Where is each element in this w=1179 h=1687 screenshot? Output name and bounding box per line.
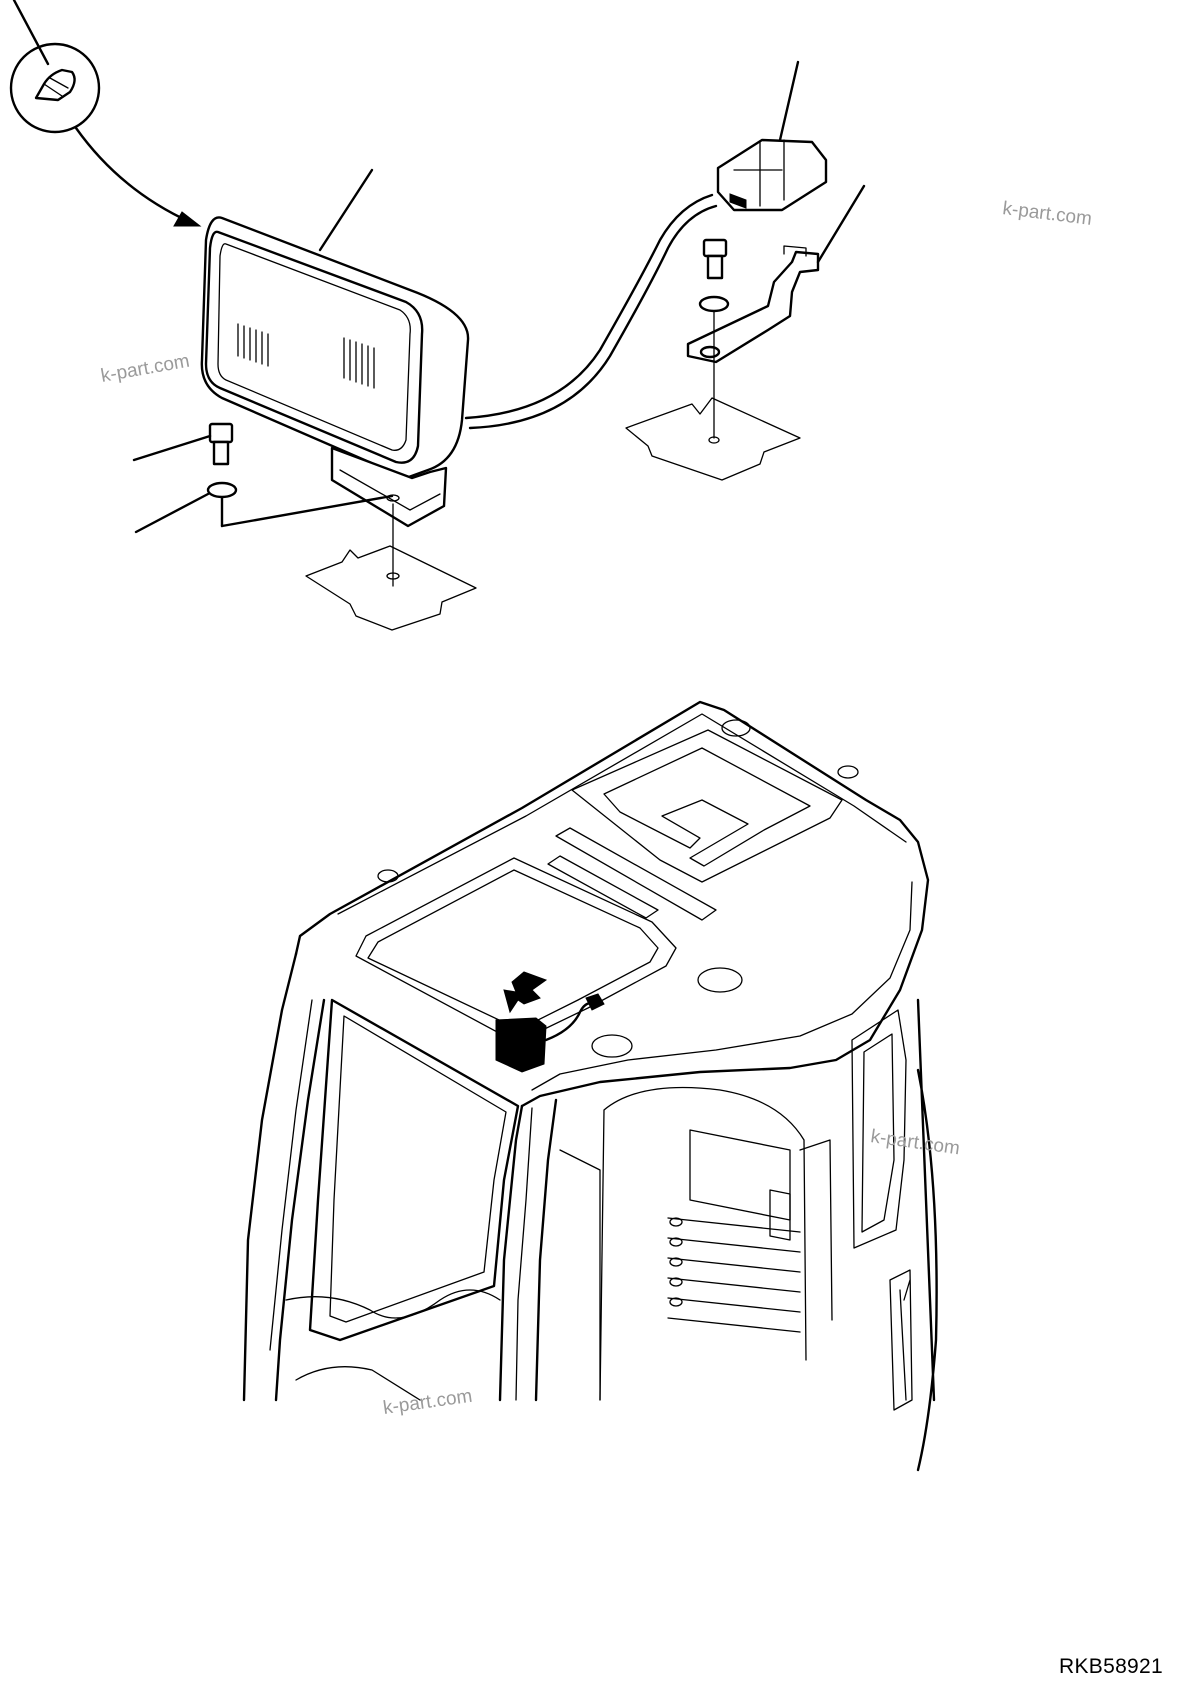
callout-leader-lamp — [318, 168, 374, 252]
bulb-detail — [9, 0, 202, 227]
watermark-1: k-part.com — [1001, 198, 1093, 230]
washer — [206, 481, 238, 499]
interior-louvres — [667, 1217, 801, 1333]
roof-rail-panel — [571, 729, 843, 883]
bolt — [208, 422, 234, 466]
bracket — [686, 250, 820, 364]
lamp-lens-texture-right — [343, 337, 375, 389]
bulb-icon — [34, 68, 76, 102]
lamp-lens-bezel — [204, 230, 424, 464]
roof-hatch — [355, 857, 677, 1041]
watermark-2: k-part.com — [99, 351, 191, 387]
callout-leader-bolt — [132, 434, 212, 462]
lamp-lens-texture-left — [237, 323, 269, 367]
mount-surface-left — [305, 545, 477, 631]
mount-surface-right — [625, 397, 801, 481]
bracket-bolt — [702, 238, 728, 280]
cab-location-view — [242, 700, 938, 1472]
lamp-fasteners — [132, 422, 477, 631]
cab-rear-body — [916, 998, 938, 1472]
callout-leader-connector — [778, 60, 800, 142]
callout-leader-washer — [134, 492, 210, 534]
lamp-cable — [464, 193, 718, 430]
down-left-arrow-icon — [503, 971, 548, 1014]
cab-left-pillar — [242, 952, 326, 1402]
cab-roof-outline — [294, 700, 930, 1108]
work-lamp — [200, 168, 470, 528]
windshield-frame — [308, 998, 520, 1342]
rear-window — [851, 1009, 907, 1249]
cab-corner-pillar — [498, 1098, 558, 1402]
side-door-opening — [599, 1086, 807, 1401]
detail-pointer-arrowhead — [173, 211, 202, 227]
bracket-washer — [698, 295, 730, 313]
work-lamp-location — [495, 993, 605, 1073]
drawing-code: RKB58921 — [1059, 1655, 1163, 1678]
callout-leader-bulb — [12, 0, 50, 66]
lamp-lens — [217, 243, 411, 451]
detail-pointer-curve — [74, 126, 192, 224]
bracket-assembly — [625, 184, 866, 481]
connector — [716, 60, 828, 212]
callout-leader-bracket — [816, 184, 866, 264]
watermark-3: k-part.com — [869, 1126, 961, 1159]
watermark-4: k-part.com — [382, 1386, 474, 1419]
